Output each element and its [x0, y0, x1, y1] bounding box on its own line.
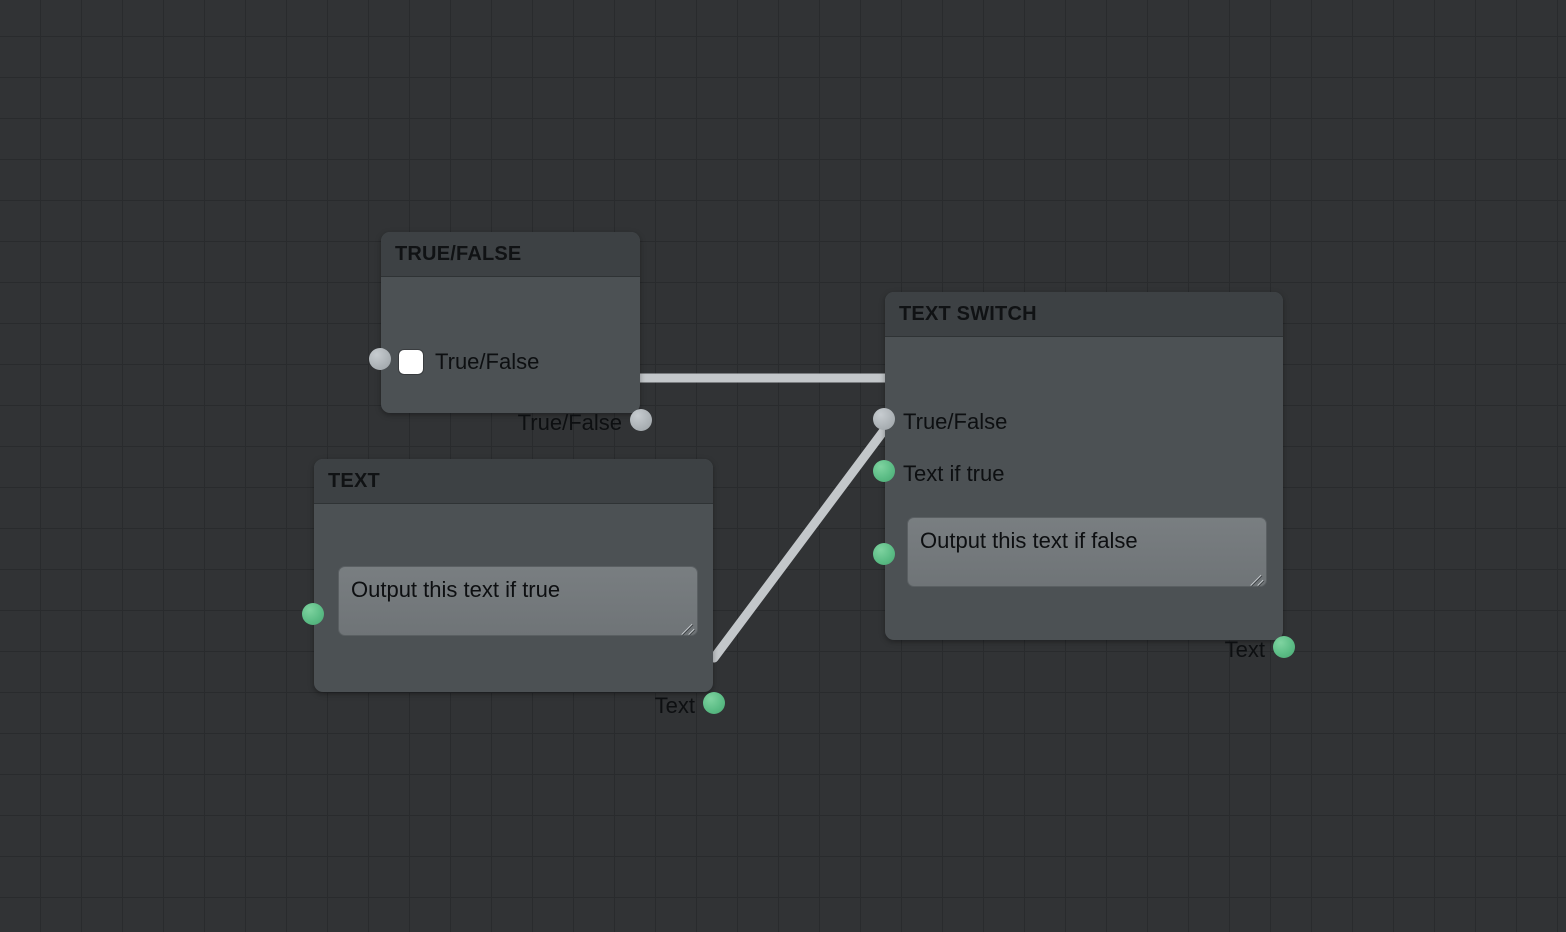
- port-true-false-output-truefalse[interactable]: [630, 409, 652, 431]
- node-header-text-switch[interactable]: TEXT SWITCH: [885, 292, 1283, 337]
- node-true-false[interactable]: TRUE/FALSE True/False True/False: [369, 232, 652, 434]
- node-title: TRUE/FALSE: [395, 243, 522, 265]
- text-if-false-input[interactable]: [907, 517, 1267, 587]
- row-label-input-text-if-true: Text if true: [903, 461, 1005, 486]
- node-text[interactable]: TEXT Text: [302, 459, 725, 717]
- port-text-input-text[interactable]: [302, 603, 324, 625]
- row-label-input-truefalse: True/False: [903, 409, 1008, 434]
- row-label-output-truefalse: True/False: [517, 410, 622, 435]
- node-title: TEXT SWITCH: [899, 303, 1037, 325]
- row-output-truefalse: True/False: [518, 408, 622, 438]
- node-body-text: Text: [302, 504, 725, 717]
- row-output-text: Text: [1225, 635, 1265, 665]
- port-text-switch-input-text-if-false[interactable]: [873, 543, 895, 565]
- node-title: TEXT: [328, 470, 380, 492]
- port-text-output-text[interactable]: [703, 692, 725, 714]
- node-body-true-false: True/False True/False: [369, 277, 652, 434]
- row-label-output-text: Text: [1224, 637, 1265, 662]
- node-body-text-switch: True/False Text if true Text: [873, 337, 1295, 661]
- port-true-false-input-truefalse[interactable]: [369, 348, 391, 370]
- node-text-switch[interactable]: TEXT SWITCH True/False Text if true Text: [873, 292, 1295, 661]
- port-text-switch-input-text-if-true[interactable]: [873, 460, 895, 482]
- text-value-input[interactable]: [338, 566, 698, 636]
- node-header-text[interactable]: TEXT: [314, 459, 713, 504]
- row-label-input-truefalse: True/False: [435, 349, 540, 374]
- row-label-output-text: Text: [654, 693, 695, 718]
- node-header-true-false[interactable]: TRUE/FALSE: [381, 232, 640, 277]
- edge-text-to-switch: [709, 424, 890, 663]
- row-input-truefalse: True/False: [903, 407, 1007, 437]
- port-text-switch-output-text[interactable]: [1273, 636, 1295, 658]
- row-input-truefalse: True/False: [399, 347, 539, 377]
- truefalse-checkbox[interactable]: [399, 350, 423, 374]
- row-output-text: Text: [655, 691, 695, 721]
- row-input-text-if-true: Text if true: [903, 459, 1004, 489]
- port-text-switch-input-truefalse[interactable]: [873, 408, 895, 430]
